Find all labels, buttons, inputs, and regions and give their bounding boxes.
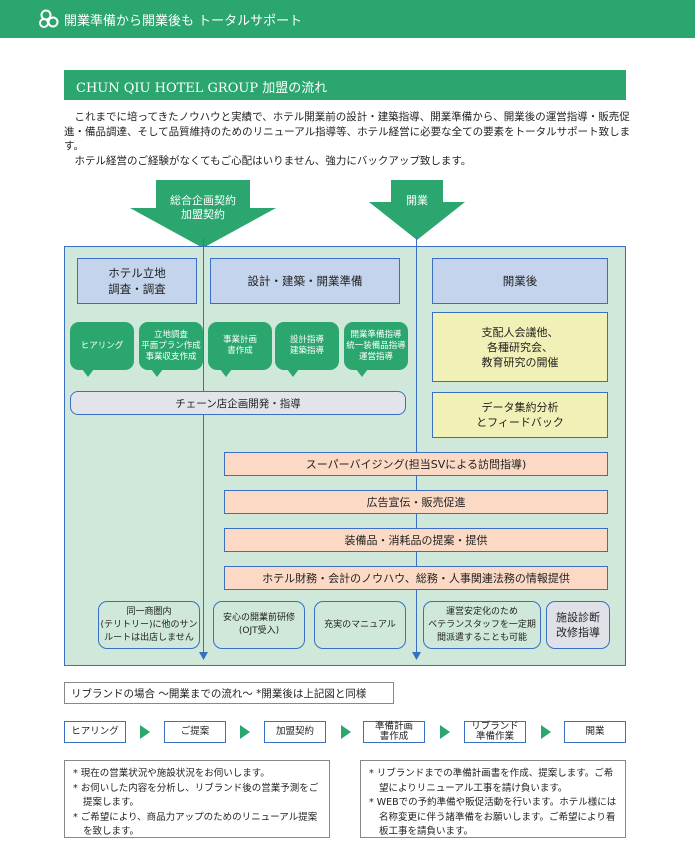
- bottom-box-training: 安心の開業前研修 (OJT受入): [213, 601, 305, 649]
- rebrand-step: 加盟契約: [264, 721, 326, 743]
- open-timeline: [416, 238, 417, 658]
- after-box-meetings: 支配人会議他、 各種研究会、 教育研究の開催: [432, 312, 608, 382]
- after-header: 開業後: [432, 258, 608, 304]
- location-header: ホテル立地 調査・調査: [77, 258, 197, 304]
- note-item: リブランドまでの準備計画書を作成、提案します。ご希望によりリニューアル工事を請け…: [369, 767, 617, 796]
- rebrand-step: 準備計画 書作成: [363, 721, 425, 743]
- open-arrow-label: 開業: [406, 194, 428, 207]
- step-arrow-icon: [140, 725, 150, 739]
- contract-timeline: [203, 238, 204, 658]
- step-arrow-icon: [541, 725, 551, 739]
- banner-title: 開業準備から開業後も トータルサポート: [64, 14, 303, 29]
- rebrand-step: ヒアリング: [64, 721, 126, 743]
- top-banner: 開業準備から開業後も トータルサポート: [0, 0, 695, 38]
- bottom-box-inspection: 施設診断 改修指導: [546, 601, 610, 649]
- bottom-box-staff: 運営安定化のため ベテランスタッフを一定期 間派遣することも可能: [423, 601, 541, 649]
- note-item: ご希望により、商品力アップのためのリニューアル提案を致します。: [73, 811, 321, 840]
- bubble-hearing: ヒアリング: [70, 322, 134, 377]
- service-bar-supervising: スーパーバイジング(担当SVによる訪問指導): [224, 452, 608, 476]
- intro-paragraph: ホテル経営のご経験がなくてもご心配はいりません、強力にバックアップ致します。: [74, 154, 472, 167]
- service-bar-supplies: 装備品・消耗品の提案・提供: [224, 528, 608, 552]
- timeline-arrowhead: [199, 652, 208, 660]
- design-header: 設計・建築・開業準備: [210, 258, 400, 304]
- after-box-data-analysis: データ集約分析 とフィードバック: [432, 392, 608, 438]
- bottom-box-manual: 充実のマニュアル: [314, 601, 406, 649]
- open-arrow: 開業: [369, 180, 465, 240]
- step-arrow-icon: [240, 725, 250, 739]
- service-bar-advertising: 広告宣伝・販売促進: [224, 490, 608, 514]
- intro-paragraph: これまでに培ってきたノウハウと実績で、ホテル開業前の設計・建築指導、開業準備から…: [64, 111, 631, 152]
- rebrand-title: リブランドの場合 〜開業までの流れ〜 *開業後は上記図と同様: [64, 682, 394, 704]
- rebrand-step: ご提案: [164, 721, 226, 743]
- note-item: 現在の営業状況や施設状況をお伺いします。: [73, 767, 321, 782]
- step-arrow-icon: [440, 725, 450, 739]
- bubble-opening-prep: 開業準備指導 統一装備品指導 運営指導: [344, 322, 408, 377]
- timeline-arrowhead: [412, 652, 421, 660]
- bubble-business-plan: 事業計画 書作成: [208, 322, 272, 377]
- bubble-design-guidance: 設計指導 建築指導: [275, 322, 339, 377]
- chain-development-bar: チェーン店企画開発・指導: [70, 391, 406, 415]
- step-arrow-icon: [341, 725, 351, 739]
- bottom-box-territory: 同一商圏内 (テリトリー)に他のサン ルートは出店しません: [98, 601, 200, 649]
- contract-arrow: 総合企画契約 加盟契約: [130, 180, 276, 248]
- section-title: CHUN QIU HOTEL GROUP 加盟の流れ: [64, 70, 626, 100]
- rebrand-step: 開業: [564, 721, 626, 743]
- logo-icon: [39, 9, 59, 28]
- note-item: お伺いした内容を分析し、リブランド後の営業予測をご提案します。: [73, 782, 321, 811]
- rebrand-notes-left: 現在の営業状況や施設状況をお伺いします。 お伺いした内容を分析し、リブランド後の…: [64, 760, 330, 838]
- service-bar-finance: ホテル財務・会計のノウハウ、総務・人事関連法務の情報提供: [224, 566, 608, 590]
- rebrand-notes-right: リブランドまでの準備計画書を作成、提案します。ご希望によりリニューアル工事を請け…: [360, 760, 626, 838]
- rebrand-step: リブランド 準備作業: [464, 721, 526, 743]
- contract-arrow-label: 総合企画契約 加盟契約: [170, 194, 236, 221]
- intro-text: これまでに培ってきたノウハウと実績で、ホテル開業前の設計・建築指導、開業準備から…: [64, 110, 632, 168]
- bubble-location-survey: 立地調査 平面プラン作成 事業収支作成: [139, 322, 203, 377]
- note-item: WEBでの予約準備や販促活動を行います。ホテル様には名称変更に伴う諸準備をお願い…: [369, 796, 617, 840]
